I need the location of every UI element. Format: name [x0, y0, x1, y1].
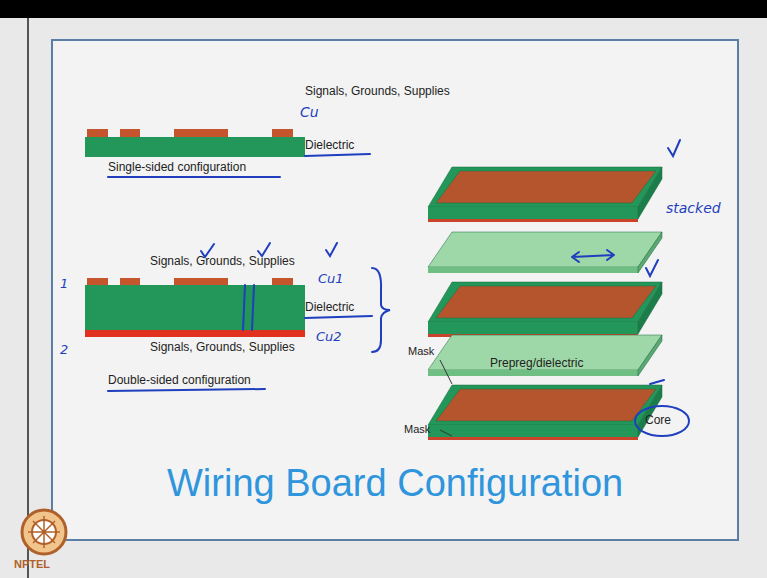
handwritten-marks [108, 140, 689, 436]
handwritten-note: Cu2 [316, 329, 342, 344]
config-caption: Single-sided configuration [108, 160, 246, 174]
part-label: Mask [408, 345, 434, 357]
handwritten-note: stacked [666, 200, 721, 216]
layer-name: Prepreg/dielectric [490, 356, 583, 370]
config-caption: Double-sided configuration [108, 373, 251, 387]
layer-stack [428, 167, 662, 440]
nptel-emblem [22, 510, 66, 554]
layer-name: Dielectric [305, 138, 354, 152]
part-label: Core [645, 413, 671, 427]
handwritten-number: 2 [60, 342, 68, 357]
slide-frame [52, 40, 738, 540]
single-sided-board [85, 129, 305, 157]
layer-name: Dielectric [305, 300, 354, 314]
layer-note: Signals, Grounds, Supplies [305, 84, 450, 98]
top-bar [0, 0, 767, 18]
logo-text: NPTEL [14, 558, 50, 570]
layer-note: Signals, Grounds, Supplies [150, 340, 295, 354]
handwritten-number: 1 [60, 276, 68, 291]
leader-lines [440, 360, 452, 436]
layer-note: Signals, Grounds, Supplies [150, 254, 295, 268]
left-rule [27, 18, 29, 578]
double-sided-board [85, 278, 305, 337]
handwritten-note: Cu1 [318, 271, 344, 286]
slide-title: Wiring Board Configuration [167, 462, 623, 505]
part-label: Mask [404, 423, 430, 435]
handwritten-note: Cu [300, 104, 319, 120]
